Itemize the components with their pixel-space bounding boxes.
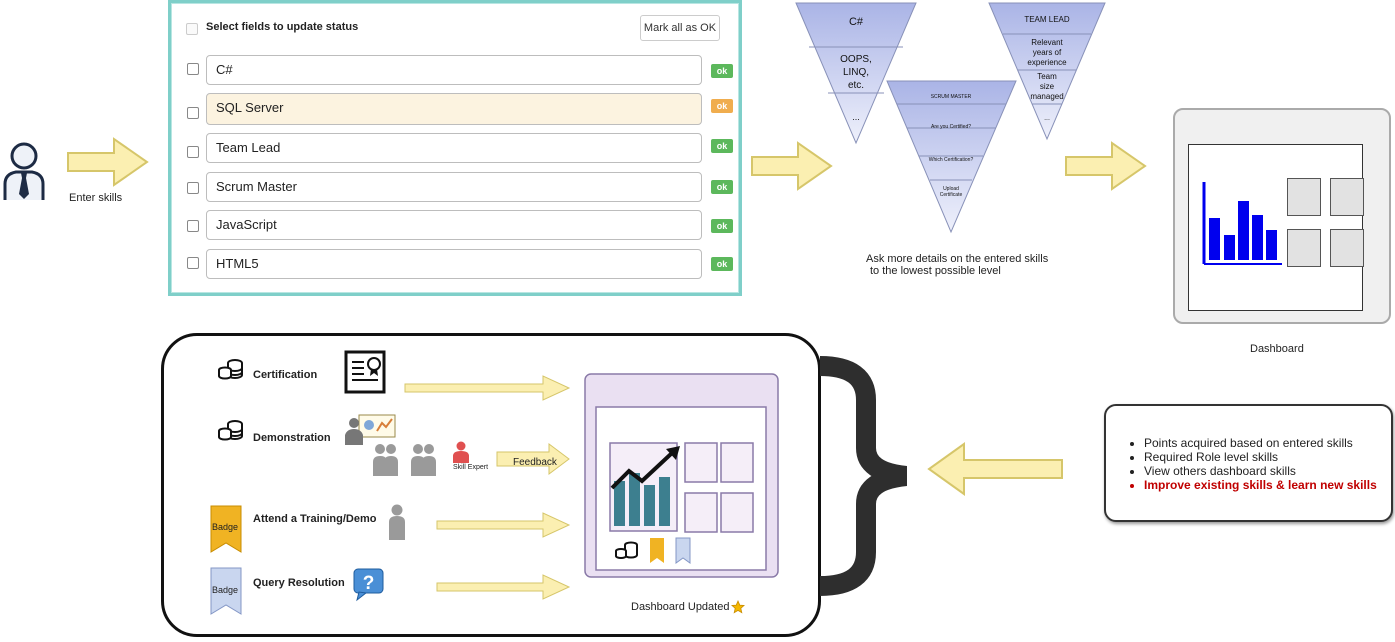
funnel-text: ...	[1044, 115, 1050, 122]
ok-badge[interactable]: ok	[711, 180, 733, 194]
skill-field[interactable]: JavaScript	[206, 210, 702, 240]
funnel-text: Are you Certified?	[931, 124, 971, 130]
scrum-funnel: SCRUM MASTER Are you Certified? Which Ce…	[886, 80, 1017, 234]
benefit-item: Required Role level skills	[1144, 450, 1377, 464]
benefit-highlight: Improve existing skills & learn new skil…	[1144, 478, 1377, 492]
arrow-left	[927, 442, 1063, 496]
badge-gold-label: Badge	[212, 522, 239, 532]
dashboard-bar-chart	[1202, 182, 1282, 265]
funnel-text: Relevant	[1031, 38, 1063, 47]
funnel-text: etc.	[848, 80, 864, 91]
skill-field[interactable]: C#	[206, 55, 702, 85]
funnel-text: experience	[1027, 58, 1067, 67]
csharp-funnel: C# OOPS, LINQ, etc. ...	[795, 2, 917, 145]
badge-blue-icon	[210, 567, 242, 615]
funnel-text: years of	[1033, 48, 1062, 57]
person-icon	[389, 504, 405, 540]
skill-checkbox[interactable]	[187, 257, 199, 269]
skill-field[interactable]: Scrum Master	[206, 172, 702, 202]
certification-label: Certification	[253, 369, 318, 381]
svg-text:?: ?	[363, 573, 375, 594]
badge-gold-icon	[210, 505, 242, 553]
benefit-item: Points acquired based on entered skills	[1144, 436, 1377, 450]
user-icon	[3, 142, 45, 200]
certificate-icon	[344, 350, 386, 394]
ok-badge[interactable]: ok	[711, 257, 733, 271]
skill-expert-label: Skill Expert	[453, 464, 489, 471]
thin-arrow	[436, 574, 571, 600]
funnel-text: Certificate	[940, 192, 963, 198]
funnel-caption-line2: to the lowest possible level	[870, 265, 1001, 277]
funnel-text: Which Certification?	[929, 157, 974, 163]
benefit-item: View others dashboard skills	[1144, 464, 1377, 478]
skill-checkbox[interactable]	[187, 182, 199, 194]
funnel-caption-line1: Ask more details on the entered skills	[866, 253, 1049, 265]
funnel-text: Upload	[943, 186, 959, 192]
enter-skills-caption: Enter skills	[69, 192, 123, 204]
thin-arrow	[436, 512, 571, 538]
skill-field[interactable]: SQL Server	[206, 93, 702, 125]
dashboard-tile	[1287, 229, 1321, 267]
mark-all-ok-button[interactable]: Mark all as OK	[640, 15, 720, 41]
dashboard-tile	[1330, 229, 1364, 267]
funnel-text: ...	[852, 112, 860, 122]
star-icon	[731, 599, 745, 614]
thin-arrow	[404, 375, 571, 401]
funnel-text: SCRUM MASTER	[931, 94, 972, 100]
skill-checkbox[interactable]	[187, 63, 199, 75]
dashboard-updated-label: Dashboard Updated	[631, 601, 730, 613]
select-all-checkbox[interactable]	[186, 23, 198, 35]
dashboard-tile	[1287, 178, 1321, 216]
skill-field[interactable]: HTML5	[206, 249, 702, 279]
teamlead-funnel: TEAM LEAD Relevant years of experience T…	[988, 2, 1106, 141]
presenter-icon	[345, 414, 396, 445]
skill-checkbox[interactable]	[187, 107, 199, 119]
skill-checkbox[interactable]	[187, 146, 199, 158]
funnels: C# OOPS, LINQ, etc. ... TEAM LEAD Releva…	[795, 2, 1106, 234]
curly-brace	[819, 356, 908, 596]
feedback-label: Feedback	[513, 457, 557, 468]
skill-checkbox[interactable]	[187, 220, 199, 232]
arrow-right-3	[1065, 141, 1147, 191]
skill-field[interactable]: Team Lead	[206, 133, 702, 163]
funnel-text: managed	[1030, 92, 1063, 101]
funnel-text: TEAM LEAD	[1024, 15, 1070, 24]
audience-icon	[373, 444, 436, 476]
feedback-arrow	[496, 443, 570, 475]
dashboard-tile	[1330, 178, 1364, 216]
coins-icon	[218, 420, 243, 441]
arrow-right-1	[67, 137, 149, 187]
updated-dashboard	[584, 373, 779, 578]
badge-blue-label: Badge	[212, 585, 239, 595]
dashboard-caption: Dashboard	[1250, 343, 1304, 355]
demonstration-label: Demonstration	[253, 432, 331, 444]
funnel-text: OOPS,	[840, 54, 872, 65]
question-bubble-icon: ?	[353, 568, 384, 602]
benefits-box: Points acquired based on entered skills …	[1104, 404, 1393, 522]
ok-badge[interactable]: ok	[711, 99, 733, 113]
ok-badge[interactable]: ok	[711, 219, 733, 233]
funnel-text: Team	[1037, 72, 1057, 81]
skill-expert-icon	[453, 441, 469, 463]
training-label: Attend a Training/Demo	[253, 513, 377, 525]
query-label: Query Resolution	[253, 577, 345, 589]
benefits-list: Points acquired based on entered skills …	[1106, 436, 1377, 492]
arrow-right-2	[751, 141, 833, 191]
funnel-text: LINQ,	[843, 67, 869, 78]
ok-badge[interactable]: ok	[711, 64, 733, 78]
skills-panel-title: Select fields to update status	[206, 21, 359, 33]
funnel-text: C#	[849, 16, 864, 28]
coins-icon	[218, 359, 243, 380]
funnel-text: size	[1040, 82, 1055, 91]
ok-badge[interactable]: ok	[711, 139, 733, 153]
